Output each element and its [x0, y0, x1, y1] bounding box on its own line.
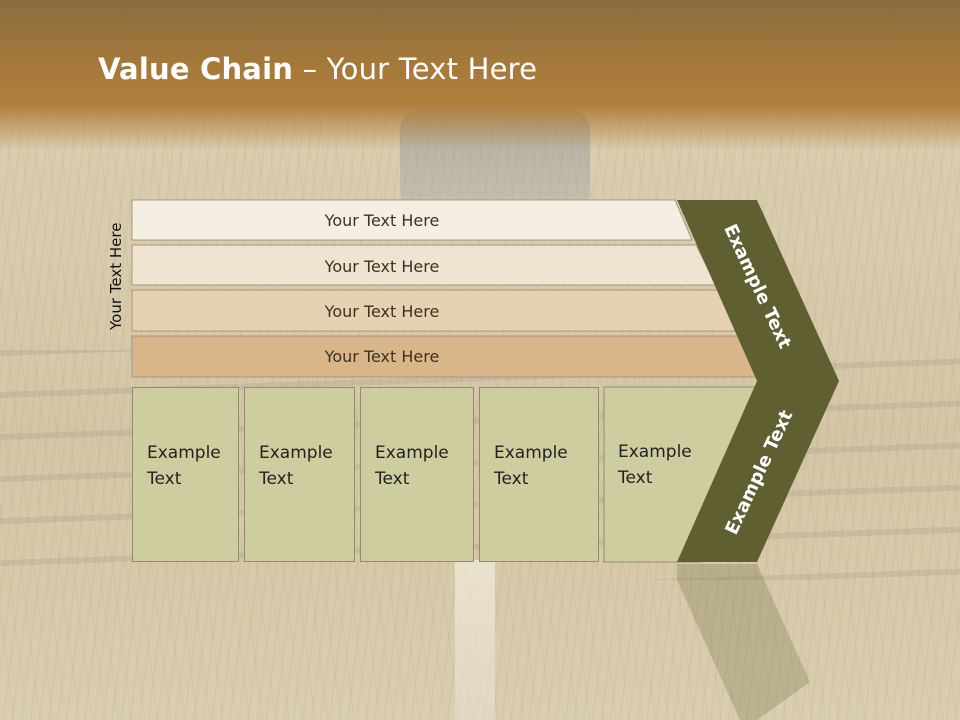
background-rail — [455, 560, 495, 720]
column-5-line1: Example — [618, 442, 692, 462]
title-banner — [0, 0, 960, 150]
bar-4-label: Your Text Here — [324, 346, 440, 366]
bar-1-label: Your Text Here — [324, 210, 440, 230]
chevron-reflection — [677, 564, 810, 720]
column-1-line2: Text — [147, 469, 182, 489]
column-4-line2: Text — [494, 469, 529, 489]
column-3-line2: Text — [375, 469, 410, 489]
bar-4[interactable]: Your Text Here — [132, 336, 692, 376]
chevron-shape[interactable] — [677, 200, 839, 562]
column-4-line1: Example — [494, 443, 568, 463]
bar-1[interactable]: Your Text Here — [132, 200, 692, 240]
bar-1-shape[interactable] — [131, 199, 693, 241]
bar-2[interactable]: Your Text Here — [132, 246, 692, 286]
title-bold: Value Chain — [98, 52, 294, 86]
title-rest: – Your Text Here — [293, 52, 538, 86]
column-2-line1: Example — [259, 443, 333, 463]
bar-3-label: Your Text Here — [324, 301, 440, 321]
bar-3[interactable]: Your Text Here — [132, 291, 692, 331]
column-3-line1: Example — [375, 443, 449, 463]
column-5-line2: Text — [618, 468, 653, 488]
column-2-line2: Text — [259, 469, 294, 489]
column-1-line1: Example — [147, 443, 221, 463]
slide-title[interactable]: Value Chain – Your Text Here — [98, 52, 537, 86]
bar-2-label: Your Text Here — [324, 256, 440, 276]
